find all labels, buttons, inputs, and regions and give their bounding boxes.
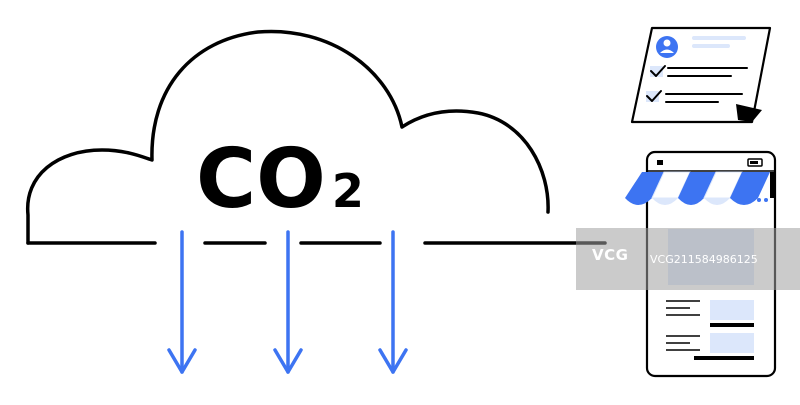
watermark-logo: VCG bbox=[592, 246, 629, 264]
profile-document-icon bbox=[630, 26, 772, 124]
check-icon bbox=[650, 65, 666, 77]
cloud-outline bbox=[26, 29, 550, 245]
user-avatar-icon bbox=[656, 36, 678, 58]
co2-subscript-text: 2 bbox=[332, 164, 364, 218]
arrow-down-icon bbox=[273, 230, 303, 374]
arrow-down-icon bbox=[378, 230, 408, 374]
arrow-down-icon bbox=[167, 230, 197, 374]
watermark-id: VCG211584986125 bbox=[650, 253, 758, 266]
co2-main-text: CO bbox=[196, 132, 326, 227]
check-icon bbox=[646, 90, 662, 102]
watermark-overlay bbox=[576, 228, 800, 290]
